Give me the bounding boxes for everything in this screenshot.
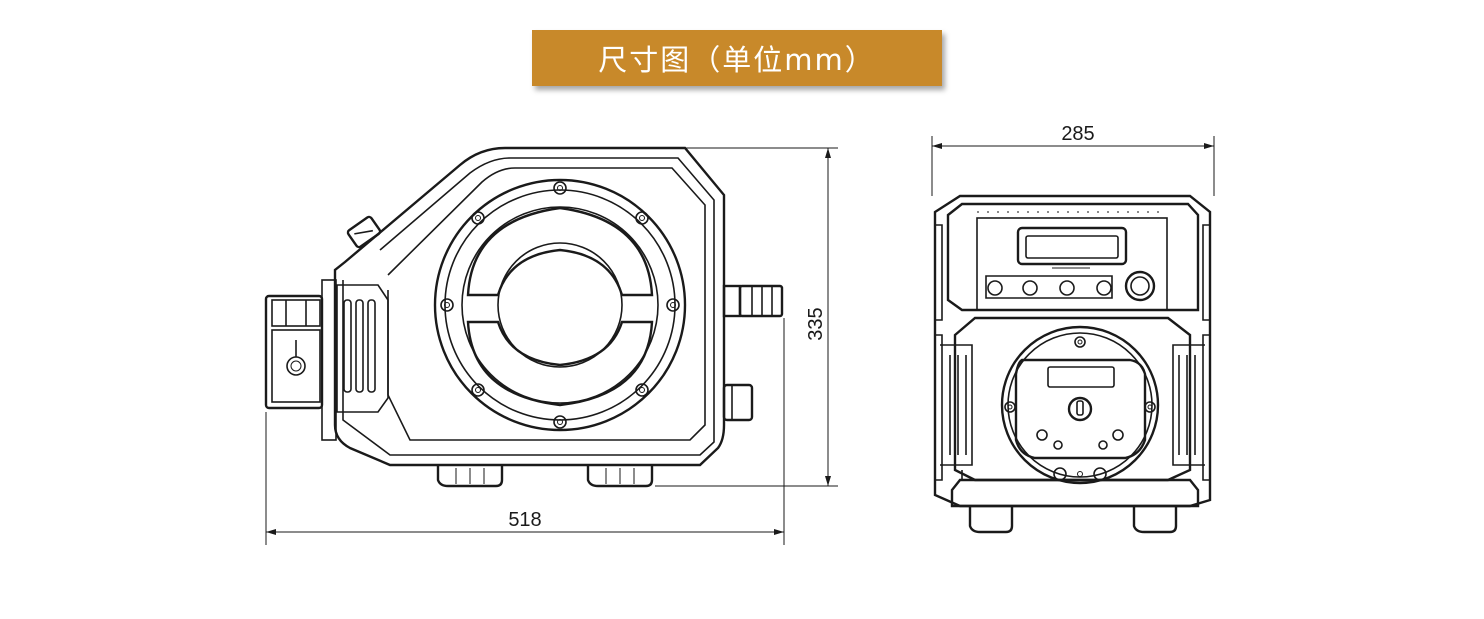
page-title: 尺寸图（单位mm） <box>598 43 876 77</box>
dimension-height-side: 335 <box>655 147 838 487</box>
front-view: 285 <box>931 123 1215 534</box>
side-vent-block <box>336 284 389 413</box>
title-banner: 尺寸图（单位mm） <box>532 30 942 86</box>
side-feet <box>436 465 654 488</box>
control-panel <box>946 202 1200 312</box>
front-feet <box>968 506 1178 534</box>
front-right-vents <box>1172 344 1205 466</box>
dim-label-335: 335 <box>805 307 827 340</box>
side-left-connector <box>264 279 337 441</box>
dimension-width-front: 285 <box>931 123 1215 196</box>
dimension-width-side: 518 <box>265 318 785 545</box>
pump-head-ring <box>433 178 687 432</box>
dim-label-285: 285 <box>1061 123 1094 145</box>
side-top-knob <box>346 215 382 249</box>
front-pump-head <box>1000 325 1160 485</box>
dim-label-518: 518 <box>508 509 541 531</box>
side-view: 518 335 <box>264 146 838 545</box>
side-right-connector <box>722 284 784 422</box>
front-left-vents <box>940 344 973 466</box>
